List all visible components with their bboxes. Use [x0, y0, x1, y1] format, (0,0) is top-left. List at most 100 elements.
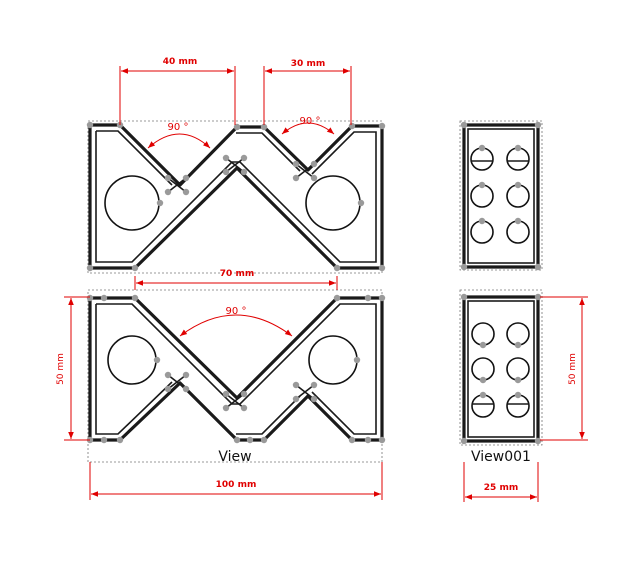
front-vertex-marker: [378, 436, 386, 444]
front-vertex-marker: [156, 199, 164, 207]
dim-bottom-angle: 90 °: [226, 306, 247, 317]
side-vertex-marker: [534, 121, 542, 129]
side-view: [459, 120, 543, 446]
front-vertex-marker: [164, 371, 172, 379]
dim-top-right-width: 30 mm: [291, 59, 325, 69]
front-vertex-marker: [364, 436, 372, 444]
side-vertex-marker: [478, 217, 486, 225]
front-vertex-marker: [310, 395, 318, 403]
side-vertex-marker: [479, 341, 487, 349]
front-vertex-marker: [310, 174, 318, 182]
lower-left-hole: [107, 335, 157, 385]
dim-side-height: 50 mm: [568, 353, 578, 385]
side-vertex-marker: [514, 144, 522, 152]
front-vertex-marker: [240, 404, 248, 412]
side-vertex-marker: [460, 437, 468, 445]
front-vertex-marker: [378, 122, 386, 130]
front-vertex-marker: [260, 436, 268, 444]
front-vertex-marker: [131, 264, 139, 272]
front-vertex-marker: [378, 294, 386, 302]
front-vertex-marker: [310, 160, 318, 168]
front-vertex-marker: [182, 174, 190, 182]
front-vertex-marker: [348, 122, 356, 130]
front-vertex-marker: [86, 264, 94, 272]
side-vertex-marker: [478, 181, 486, 189]
front-vertex-marker: [246, 436, 254, 444]
side-lower-holes: [471, 322, 530, 418]
front-vertex-marker: [222, 390, 230, 398]
side-upper-block: [462, 123, 540, 269]
dim-mid-width: 70 mm: [220, 269, 254, 279]
side-vertex-marker: [479, 376, 487, 384]
lower-right-hole: [308, 335, 358, 385]
side-vertex-marker: [534, 293, 542, 301]
front-vertex-marker: [364, 294, 372, 302]
front-vertex-marker: [333, 264, 341, 272]
front-vertex-marker: [222, 154, 230, 162]
front-view: [86, 120, 386, 463]
front-vertex-marker: [164, 174, 172, 182]
front-vertex-marker: [292, 160, 300, 168]
side-view-top-frame: [459, 120, 543, 271]
side-vertex-marker: [460, 293, 468, 301]
front-vertex-marker: [222, 404, 230, 412]
front-vertex-marker: [240, 390, 248, 398]
side-vertex-marker: [479, 391, 487, 399]
front-vertex-marker: [357, 199, 365, 207]
side-view-bottom-frame: [459, 289, 543, 446]
front-vertex-marker: [86, 121, 94, 129]
side-vertex-marker: [514, 391, 522, 399]
side-vertex-marker: [478, 144, 486, 152]
front-vertex-marker: [378, 264, 386, 272]
side-vertex-marker: [514, 181, 522, 189]
front-vertex-marker: [153, 356, 161, 364]
side-upper-holes: [470, 147, 530, 244]
upper-left-hole: [104, 175, 160, 231]
front-vertex-marker: [100, 436, 108, 444]
front-vertex-marker: [100, 294, 108, 302]
front-vertex-marker: [182, 385, 190, 393]
front-vertex-markers: [86, 121, 386, 444]
front-vertex-marker: [353, 356, 361, 364]
dimensions: 40 mm 30 mm 90 ° 90 ° 70 mm 90 ° 50 mm 1…: [56, 57, 588, 502]
side-view-label: View001: [471, 449, 531, 465]
upper-right-hole: [305, 175, 361, 231]
front-vertex-marker: [182, 371, 190, 379]
dim-top-right-angle: 90 °: [300, 116, 321, 127]
front-vertex-marker: [131, 294, 139, 302]
front-vertex-marker: [182, 188, 190, 196]
front-vertex-marker: [240, 154, 248, 162]
front-vertex-marker: [116, 436, 124, 444]
side-vertex-marker: [514, 376, 522, 384]
front-vertex-marker: [233, 123, 241, 131]
front-vertex-marker: [222, 168, 230, 176]
side-vertex-marker: [460, 263, 468, 271]
front-vertex-marker: [292, 395, 300, 403]
side-vertex-marker: [460, 121, 468, 129]
front-view-top-frame: [87, 120, 383, 274]
side-vertex-markers: [460, 121, 542, 445]
front-vertex-marker: [348, 436, 356, 444]
front-view-label: View: [218, 449, 251, 465]
front-vertex-marker: [233, 436, 241, 444]
front-vertex-marker: [86, 294, 94, 302]
front-vertex-marker: [310, 381, 318, 389]
upper-block: [88, 123, 384, 270]
side-vertex-marker: [534, 437, 542, 445]
dim-side-width: 25 mm: [484, 483, 518, 493]
front-vertex-marker: [260, 123, 268, 131]
dim-left-height: 50 mm: [56, 353, 66, 385]
dim-top-angle: 90 °: [168, 122, 189, 133]
side-vertex-marker: [534, 263, 542, 271]
dim-top-left-width: 40 mm: [163, 57, 197, 67]
side-vertex-marker: [514, 217, 522, 225]
front-vertex-marker: [292, 381, 300, 389]
side-vertex-marker: [514, 341, 522, 349]
lower-block: [88, 296, 384, 442]
front-vertex-marker: [164, 385, 172, 393]
front-vertex-marker: [333, 294, 341, 302]
dim-total-width: 100 mm: [216, 480, 257, 490]
side-lower-block: [462, 295, 540, 443]
front-vertex-marker: [164, 188, 172, 196]
